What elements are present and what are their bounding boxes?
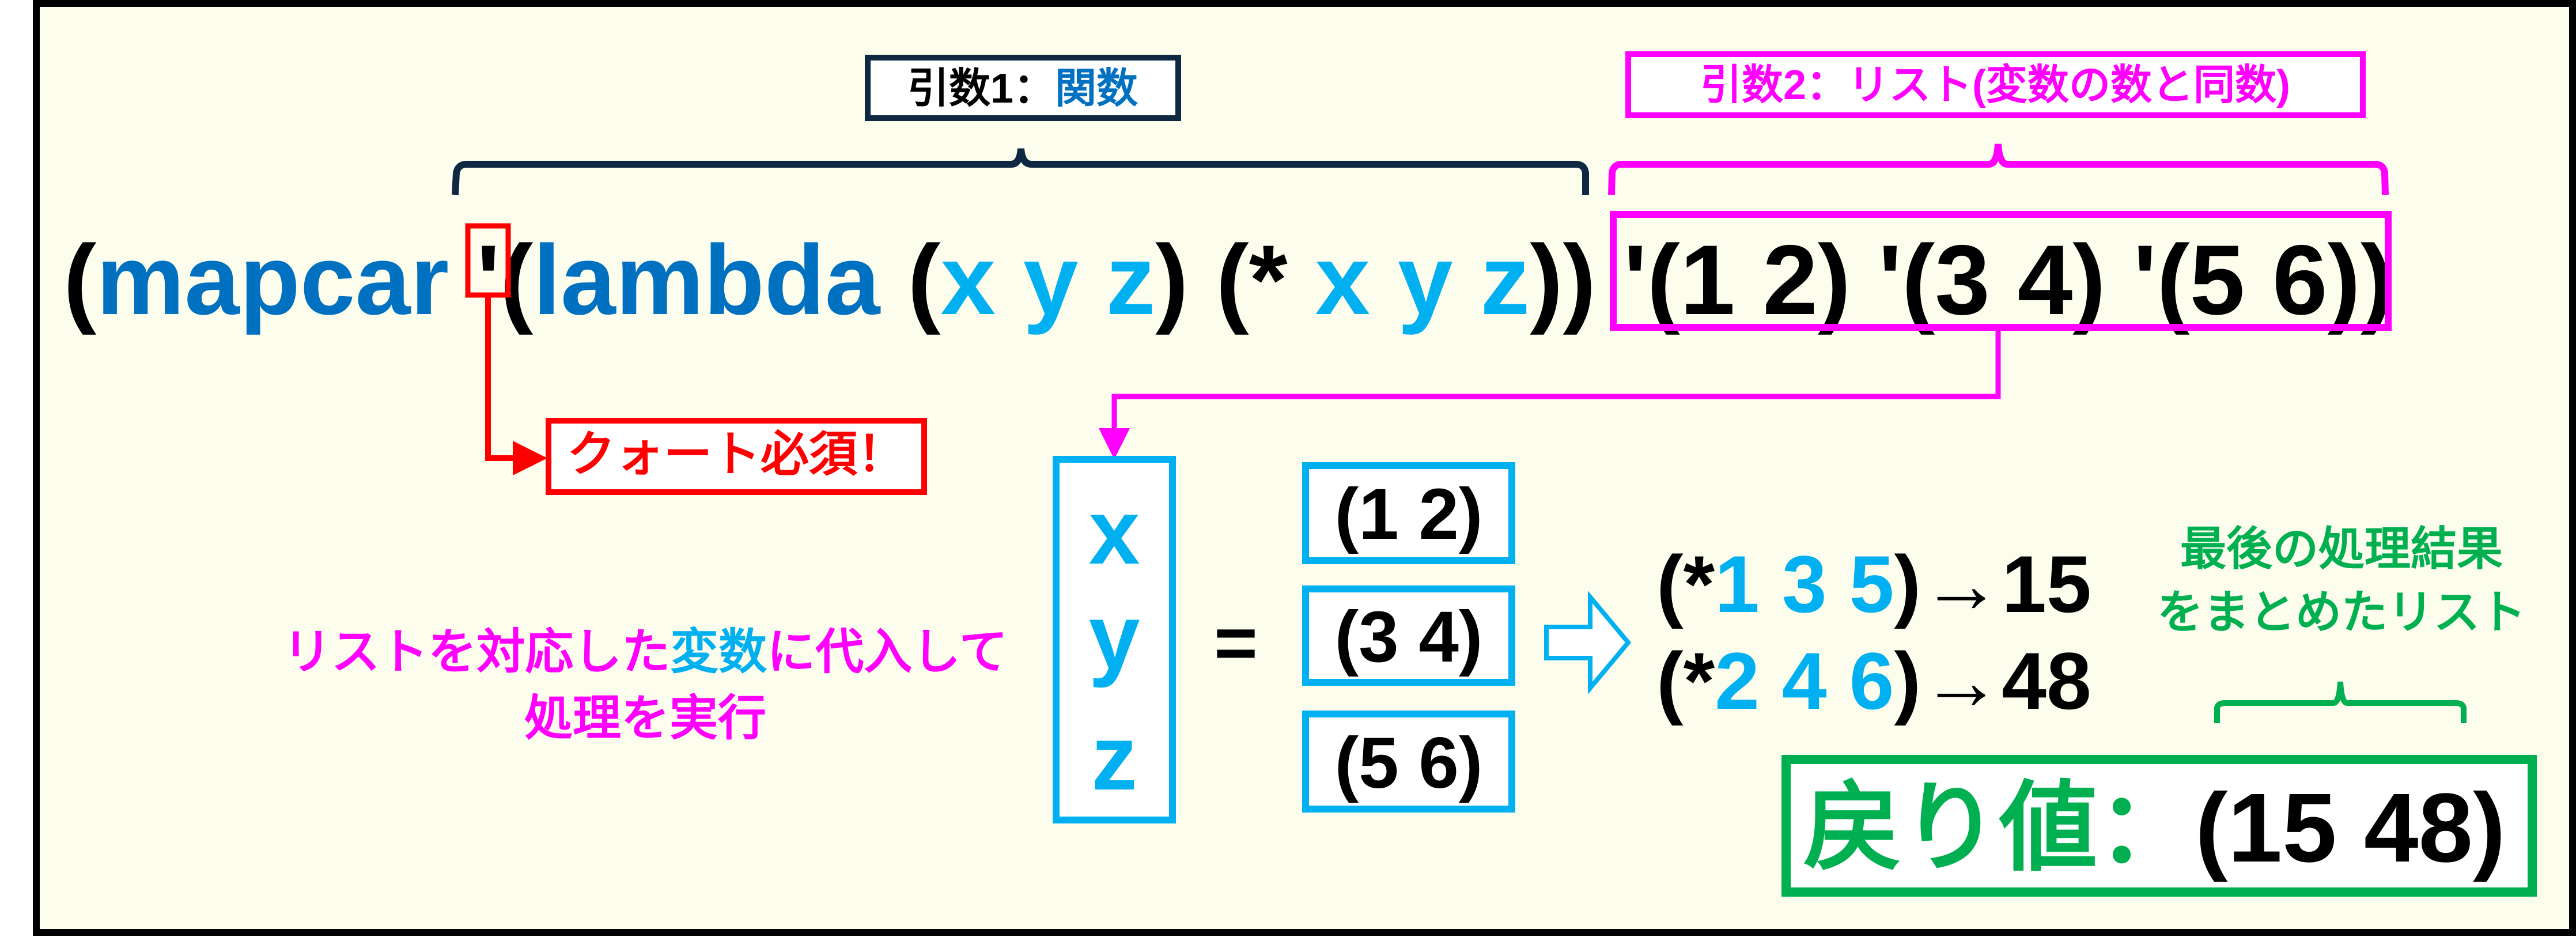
variable-y: y bbox=[1089, 585, 1140, 688]
code-lists: '(1 2) '(3 4) '(5 6) bbox=[1624, 225, 2361, 335]
code-lambda: lambda bbox=[533, 225, 881, 335]
quote-required-note: クォート必須！ bbox=[546, 418, 927, 495]
arg1-prefix: 引数1： bbox=[907, 66, 1055, 112]
variable-z: z bbox=[1091, 706, 1137, 809]
arg1-text: 引数1：関数 bbox=[907, 66, 1138, 112]
arg2-label: 引数2：リスト(変数の数と同数) bbox=[1625, 51, 2366, 118]
code-open-paren: ( bbox=[63, 225, 97, 335]
code-params: x y z bbox=[940, 225, 1155, 335]
lists-to-variables-arrow bbox=[1099, 327, 2001, 459]
equals-sign: = bbox=[1214, 600, 1258, 685]
arg1-brace bbox=[452, 148, 1589, 195]
code-params-open: ( bbox=[907, 225, 941, 335]
assignment-note-line1: リストを対応した変数に代入して bbox=[283, 625, 1008, 679]
result-brace bbox=[2214, 681, 2467, 723]
computations: (*1 3 5)→15 (*2 4 6)→48 bbox=[1656, 539, 2091, 726]
code-params-close: ) bbox=[1155, 225, 1188, 335]
computation-1: (*1 3 5)→15 bbox=[1656, 539, 2091, 629]
variables-box: x y z bbox=[1053, 456, 1176, 823]
code-lambda-open: ( bbox=[500, 225, 534, 335]
arg1-label: 引数1：関数 bbox=[865, 55, 1181, 121]
arg2-brace bbox=[1608, 143, 2389, 195]
return-value-box: 戻り値：(15 48) bbox=[1781, 755, 2537, 897]
result-note-line2: をまとめたリスト bbox=[2157, 587, 2526, 638]
hollow-right-arrow-icon bbox=[1544, 590, 1632, 695]
list-value-boxes: (1 2) (3 4) (5 6) bbox=[1302, 462, 1515, 813]
code-body-args: x y z bbox=[1315, 225, 1530, 335]
assignment-note: リストを対応した変数に代入して 処理を実行 bbox=[283, 625, 1008, 745]
code-mapcar: mapcar bbox=[96, 225, 449, 335]
arg1-highlight: 関数 bbox=[1055, 66, 1138, 112]
arg2-text: 引数2：リスト(変数の数と同数) bbox=[1700, 62, 2290, 108]
result-note-line1: 最後の処理結果 bbox=[2180, 523, 2503, 575]
quote-connector-arrow bbox=[485, 295, 547, 475]
quote-required-text: クォート必須！ bbox=[567, 427, 906, 481]
assignment-note-line2: 処理を実行 bbox=[524, 691, 766, 745]
list-value-1: (1 2) bbox=[1334, 474, 1482, 554]
code-expression: (mapcar '(lambda (x y z) (* x y z)) '(1 … bbox=[63, 225, 2393, 335]
list-value-3: (5 6) bbox=[1334, 723, 1482, 803]
list-value-2: (3 4) bbox=[1334, 597, 1482, 677]
result-note: 最後の処理結果 をまとめたリスト bbox=[2157, 523, 2526, 638]
code-body-close: )) bbox=[1530, 225, 1596, 335]
computation-2: (*2 4 6)→48 bbox=[1656, 636, 2091, 726]
code-body-open: (* bbox=[1216, 225, 1287, 335]
return-value: 戻り値：(15 48) bbox=[1803, 773, 2506, 883]
variable-x: x bbox=[1089, 480, 1140, 583]
